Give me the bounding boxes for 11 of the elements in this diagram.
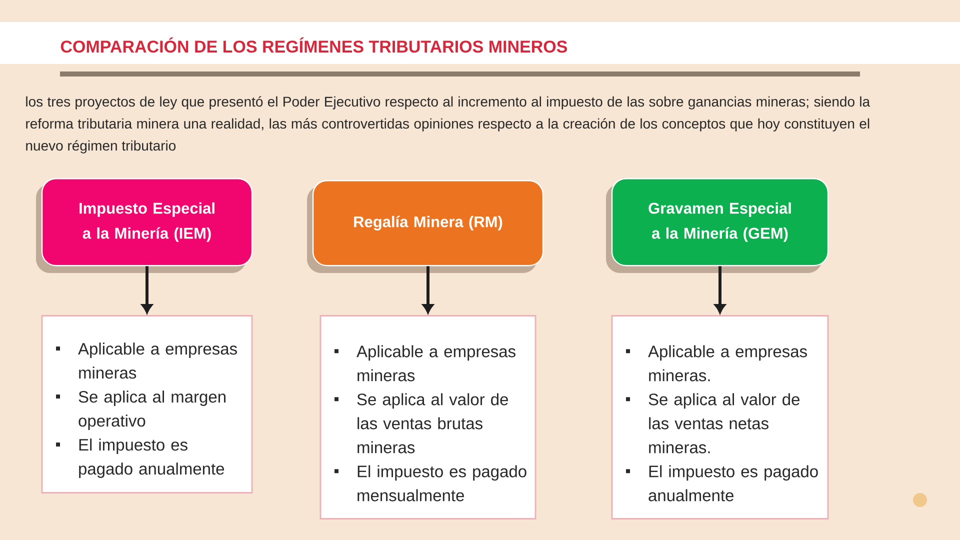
bullet-list-box: Aplicable a empresas mineras. Se aplica al valor de las ventas netas mineras. El impuesto es pagado anualmente xyxy=(611,315,829,520)
bullet-list-box: Aplicable a empresas mineras Se aplica al margen operativo El impuesto es pagado anualmente xyxy=(41,315,253,494)
arrow xyxy=(422,266,434,314)
bullet-list-box: Aplicable a empresas mineras Se aplica al valor de las ventas brutas mineras El impuesto es pagado mensualmente xyxy=(320,315,536,520)
regime-box: Gravamen Especial a la Minería (GEM) xyxy=(611,178,829,266)
regime-box: Regalía Minera (RM) xyxy=(312,180,544,266)
intro-paragraph: los tres proyectos de ley que presentó el Poder Ejecutivo respecto al incremento al impuesto de las sobre ganancias mineras; siendo la reforma tributaria minera una realidad, las más controvertidas opiniones respecto a la creación de los conceptos que hoy constituyen el nuevo régimen tributario xyxy=(26,96,870,154)
slide-title: COMPARACIÓN DE LOS REGÍMENES TRIBUTARIOS MINEROS xyxy=(60,37,568,53)
arrow xyxy=(714,266,726,314)
regime-box: Impuesto Especial a la Minería (IEM) xyxy=(41,178,253,266)
arrow xyxy=(142,266,152,314)
